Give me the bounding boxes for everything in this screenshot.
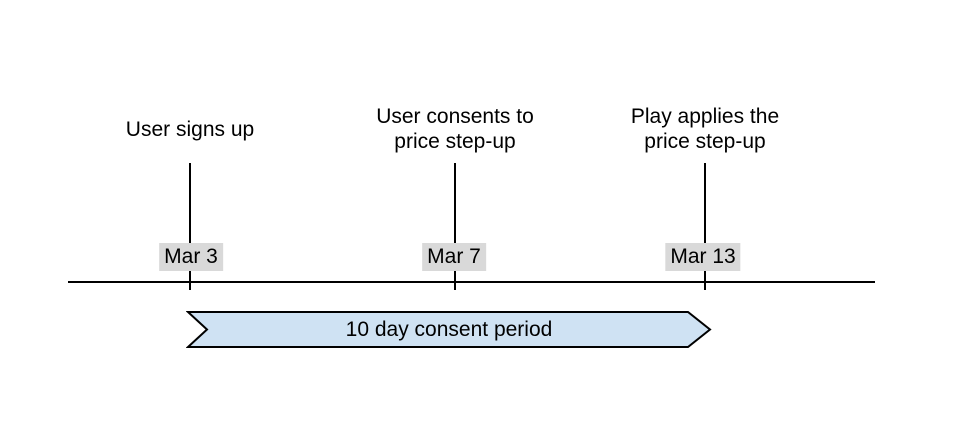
consent-period-arrow xyxy=(186,311,712,348)
date-badge-3: Mar 13 xyxy=(665,243,741,271)
date-badge-2: Mar 7 xyxy=(422,243,486,271)
event-tick-1 xyxy=(189,163,191,290)
arrow-ribbon-shape xyxy=(186,311,712,348)
event-tick-3 xyxy=(704,163,706,290)
consent-period-label: 10 day consent period xyxy=(345,317,553,341)
event-label-1: User signs up xyxy=(125,117,255,141)
event-label-2: User consents to price step-up xyxy=(376,105,534,153)
event-label-3: Play applies the price step-up xyxy=(630,105,780,153)
event-tick-2 xyxy=(454,163,456,290)
date-badge-1: Mar 3 xyxy=(159,243,223,271)
timeline-axis xyxy=(68,281,875,283)
